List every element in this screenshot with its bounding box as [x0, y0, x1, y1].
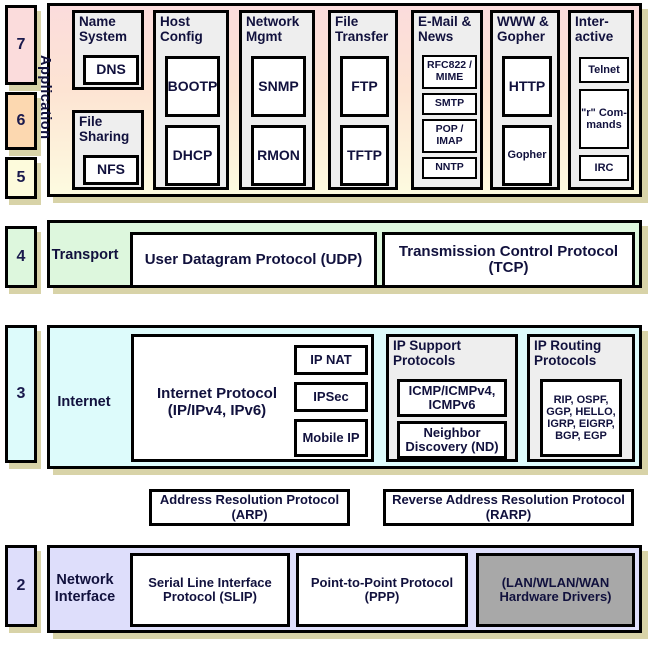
- protocol-r-commands: "r" Com-mands: [579, 89, 629, 149]
- protocol-dns: DNS: [83, 55, 139, 85]
- protocol-udp: User Datagram Protocol (UDP): [130, 232, 377, 288]
- group-ip-support-protocols: IP Support Protocols ICMP/ICMPv4, ICMPv6…: [386, 334, 518, 462]
- application-layer-label: Application: [37, 54, 53, 140]
- protocol-tftp: TFTP: [340, 125, 389, 186]
- group-ip-routing-protocols: IP Routing Protocols RIP, OSPF, GGP, HEL…: [527, 334, 635, 462]
- group-file-transfer: File Transfer FTP TFTP: [328, 10, 398, 190]
- protocol-mobile-ip: Mobile IP: [294, 419, 368, 457]
- group-host-config: Host Config BOOTP DHCP: [153, 10, 229, 190]
- group-title-email-news: E-Mail & News: [418, 14, 472, 44]
- protocol-neighbor-discovery: Neighbor Discovery (ND): [397, 421, 507, 459]
- protocol-rmon: RMON: [251, 125, 306, 186]
- group-title-network-mgmt: Network Mgmt: [246, 14, 300, 44]
- group-title-www-gopher: WWW & Gopher: [497, 14, 549, 44]
- group-title-name-system: Name System: [79, 14, 128, 44]
- protocol-ipsec: IPSec: [294, 382, 368, 412]
- group-email-news: E-Mail & News RFC822 / MIME SMTP POP / I…: [411, 10, 483, 190]
- protocol-smtp: SMTP: [422, 93, 477, 115]
- protocol-rarp: Reverse Address Resolution Protocol (RAR…: [383, 489, 634, 526]
- protocol-slip: Serial Line Interface Protocol (SLIP): [130, 553, 290, 627]
- protocol-dhcp: DHCP: [165, 125, 220, 186]
- group-title-file-transfer: File Transfer: [335, 14, 389, 44]
- protocol-hardware-drivers: (LAN/WLAN/WAN Hardware Drivers): [476, 553, 635, 627]
- protocol-telnet: Telnet: [579, 57, 629, 83]
- protocol-ip-label: Internet Protocol (IP/IPv4, IPv6): [156, 385, 277, 420]
- group-title-interactive: Inter-active: [575, 14, 614, 44]
- protocol-rfc822-mime: RFC822 / MIME: [422, 55, 477, 89]
- protocol-arp: Address Resolution Protocol (ARP): [149, 489, 350, 526]
- group-title-ip-routing: IP Routing Protocols: [534, 338, 602, 368]
- group-name-system: Name System DNS: [72, 10, 144, 90]
- protocol-bootp: BOOTP: [165, 56, 220, 117]
- ip-box: Internet Protocol (IP/IPv4, IPv6) IP NAT…: [131, 334, 374, 462]
- protocol-gopher: Gopher: [502, 125, 552, 186]
- group-interactive: Inter-active Telnet "r" Com-mands IRC: [568, 10, 634, 190]
- transport-layer-label: Transport: [51, 247, 119, 263]
- layer-number-7: 7: [5, 5, 37, 85]
- group-title-host-config: Host Config: [160, 14, 203, 44]
- network-interface-layer-label: Network Interface: [54, 572, 116, 606]
- protocol-routing-list: RIP, OSPF, GGP, HELLO, IGRP, EIGRP, BGP,…: [540, 379, 622, 457]
- protocol-nntp: NNTP: [422, 157, 477, 179]
- layer-number-6: 6: [5, 92, 37, 150]
- layer-number-2: 2: [5, 545, 37, 627]
- group-network-mgmt: Network Mgmt SNMP RMON: [239, 10, 315, 190]
- protocol-snmp: SNMP: [251, 56, 306, 117]
- protocol-http: HTTP: [502, 56, 552, 117]
- group-title-ip-support: IP Support Protocols: [393, 338, 462, 368]
- layer-number-5: 5: [5, 157, 37, 199]
- layer-number-3: 3: [5, 325, 37, 463]
- group-www-gopher: WWW & Gopher HTTP Gopher: [490, 10, 560, 190]
- protocol-ppp: Point-to-Point Protocol (PPP): [296, 553, 468, 627]
- protocol-irc: IRC: [579, 155, 629, 181]
- protocol-nfs: NFS: [83, 155, 139, 185]
- layer-number-4: 4: [5, 226, 37, 288]
- protocol-ftp: FTP: [340, 56, 389, 117]
- protocol-ip-nat: IP NAT: [294, 345, 368, 375]
- group-title-file-sharing: File Sharing: [79, 114, 130, 144]
- group-file-sharing: File Sharing NFS: [72, 110, 144, 190]
- internet-layer-label: Internet: [57, 394, 111, 410]
- protocol-icmp: ICMP/ICMPv4, ICMPv6: [397, 379, 507, 417]
- protocol-pop-imap: POP / IMAP: [422, 119, 477, 153]
- protocol-tcp: Transmission Control Protocol (TCP): [382, 232, 635, 288]
